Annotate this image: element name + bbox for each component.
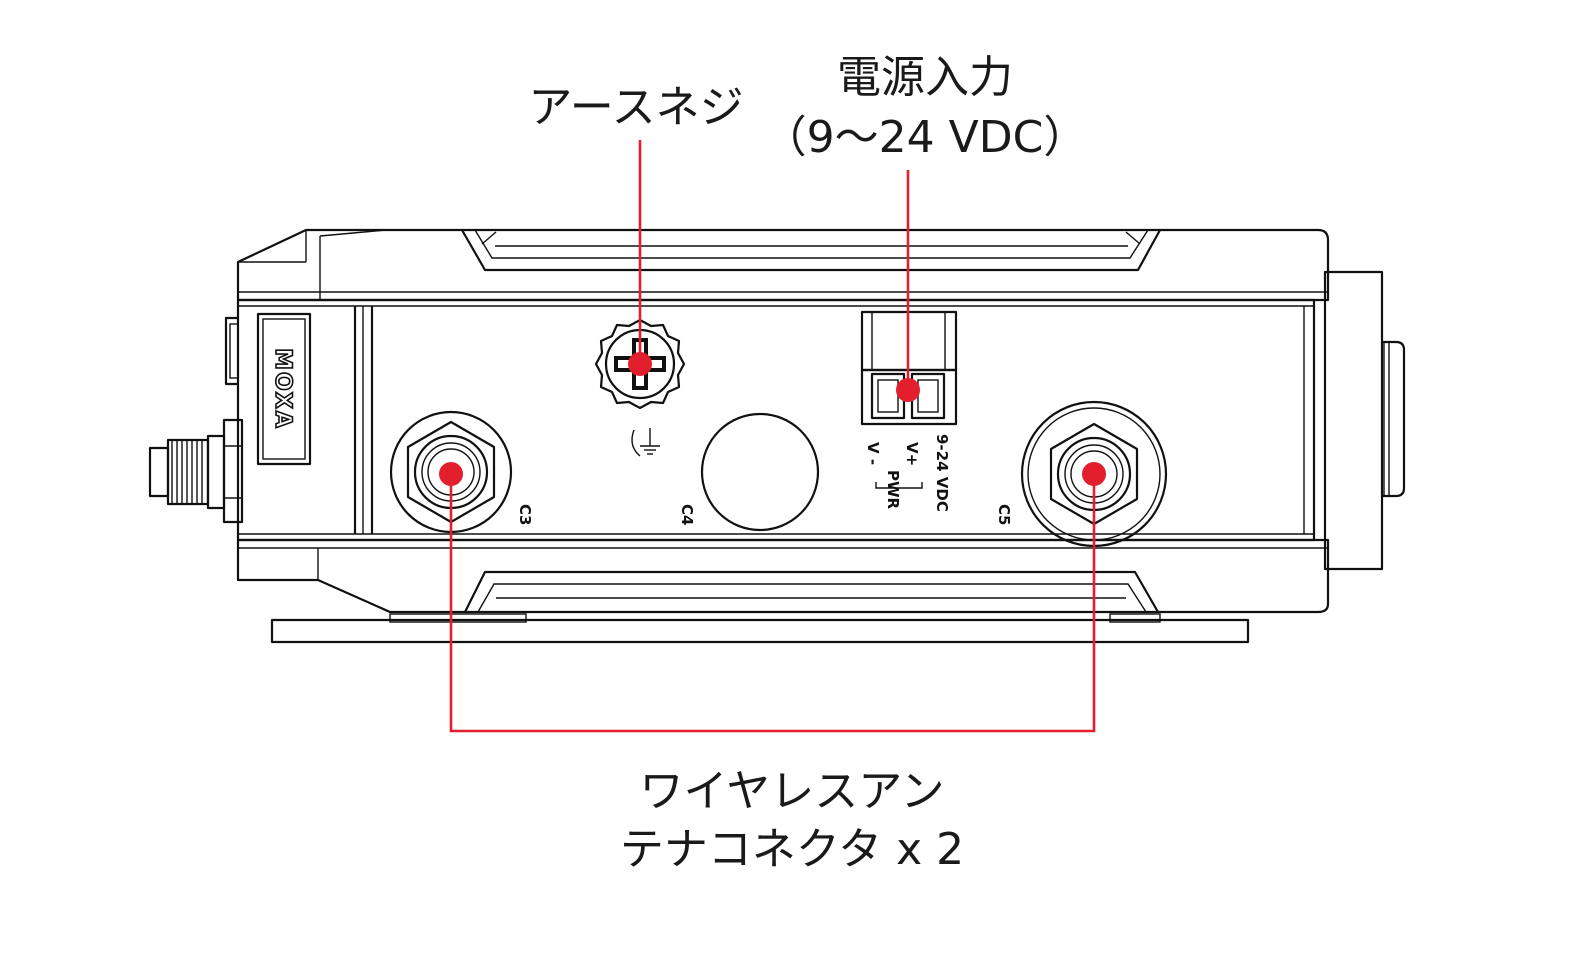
antenna-c5-dot — [1082, 462, 1106, 486]
ground-symbol-icon — [631, 428, 660, 457]
side-connector — [148, 316, 244, 524]
device-body — [236, 228, 1406, 644]
port-label-c5: C5 — [995, 504, 1013, 525]
antenna-callout-line1: ワイヤレスアン — [640, 766, 945, 817]
antenna-c3-dot — [439, 462, 463, 486]
port-label-c3: C3 — [516, 504, 534, 525]
brand-logo-text: MOXA — [270, 348, 295, 430]
antenna-callout-line2: テナコネクタ x 2 — [620, 824, 964, 875]
connector-threads — [171, 440, 203, 504]
power-leader-dot — [896, 378, 920, 402]
v-plus-label: V+ — [903, 442, 921, 466]
ground-leader-dot — [628, 352, 652, 376]
pwr-label: PWR — [884, 470, 902, 510]
leader-lines — [439, 140, 1106, 733]
pwr-bracket — [875, 482, 923, 489]
ground-screw-callout: アースネジ — [528, 82, 743, 133]
power-input-range: （9〜24 VDC） — [763, 112, 1088, 163]
port-label-c4: C4 — [678, 504, 696, 525]
brand-logo: MOXA — [256, 312, 312, 466]
voltage-label: 9-24 VDC — [933, 434, 951, 512]
antenna-blank-c4 — [700, 412, 820, 532]
antenna-leader — [449, 474, 1096, 733]
power-input-title: 電源入力 — [837, 52, 1013, 103]
v-minus-label: V - — [864, 442, 882, 465]
